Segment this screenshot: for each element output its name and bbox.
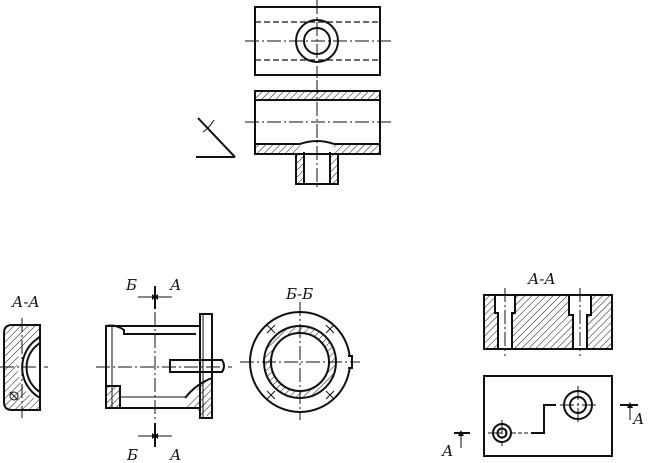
svg-text:А: А: [632, 410, 644, 428]
section-aa-left-view: [0, 318, 48, 418]
svg-text:А: А: [169, 276, 181, 294]
plate-cut-marker-right: А: [620, 402, 644, 428]
svg-text:Б: Б: [125, 276, 137, 294]
partial-sketch-left: [196, 117, 236, 158]
section-bb-label: Б-Б: [285, 285, 313, 303]
svg-text:Б: Б: [126, 446, 138, 463]
section-bb-view: [240, 302, 360, 420]
svg-text:А: А: [441, 442, 453, 460]
plate-top-view: [483, 375, 613, 457]
plate-cut-marker-left: А: [441, 430, 470, 460]
svg-text:А: А: [169, 446, 181, 463]
tee-front-section: [245, 80, 392, 190]
plate-section-view: [483, 288, 613, 356]
cut-plane-marker-bottom: Б А: [126, 423, 181, 463]
housing-front-view: [96, 312, 232, 420]
cut-plane-marker-top: Б А: [125, 276, 181, 309]
section-aa-left-label: А-А: [11, 293, 40, 311]
tee-top-view: [245, 0, 392, 78]
section-aa-right-label: А-А: [527, 270, 556, 288]
